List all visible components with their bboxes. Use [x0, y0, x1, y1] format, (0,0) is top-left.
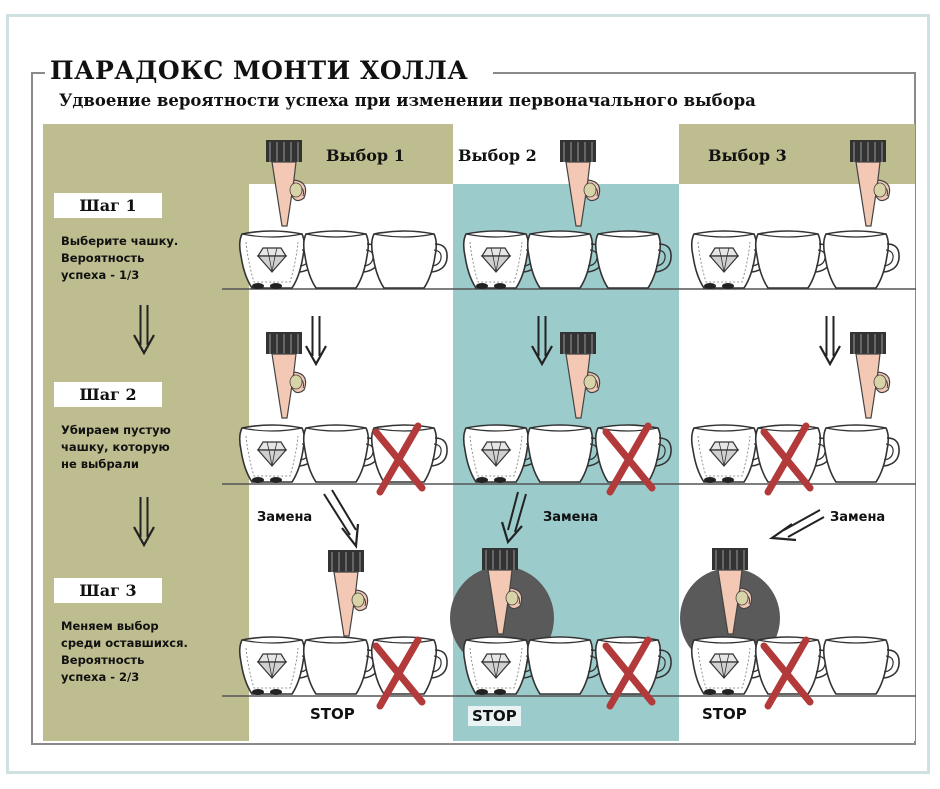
step-3-title: Шаг 3: [54, 578, 162, 603]
stop-label-3: STOP: [702, 705, 747, 723]
column-choice-1: [249, 124, 453, 741]
step-2-text: Убираем пустую чашку, которую не выбрали: [61, 423, 171, 471]
page-title: ПАРАДОКС МОНТИ ХОЛЛА: [50, 56, 469, 85]
inner-frame: [31, 72, 916, 745]
steps-sidebar: [43, 124, 249, 741]
column-choice-2: [453, 124, 679, 741]
step-1-title: Шаг 1: [54, 193, 162, 218]
column-1-label: Выбор 1: [326, 146, 405, 165]
column-2-label: Выбор 2: [458, 146, 537, 165]
swap-label-2: Замена: [543, 510, 599, 525]
step-1-text: Выберите чашку. Вероятность успеха - 1/3: [61, 234, 179, 282]
stop-label-1: STOP: [310, 705, 355, 723]
swap-label-3: Замена: [830, 510, 886, 525]
page-subtitle: Удвоение вероятности успеха при изменени…: [59, 91, 756, 110]
step-2-title: Шаг 2: [54, 382, 162, 407]
step-3-text: Меняем выбор среди оставшихся. Вероятнос…: [61, 619, 188, 684]
swap-label-1: Замена: [257, 510, 313, 525]
column-3-label: Выбор 3: [708, 146, 787, 165]
column-choice-3: [679, 124, 915, 741]
frame-top-line-left: [31, 72, 45, 74]
frame-top-line-right: [493, 72, 916, 74]
stop-label-2: STOP: [468, 706, 521, 726]
